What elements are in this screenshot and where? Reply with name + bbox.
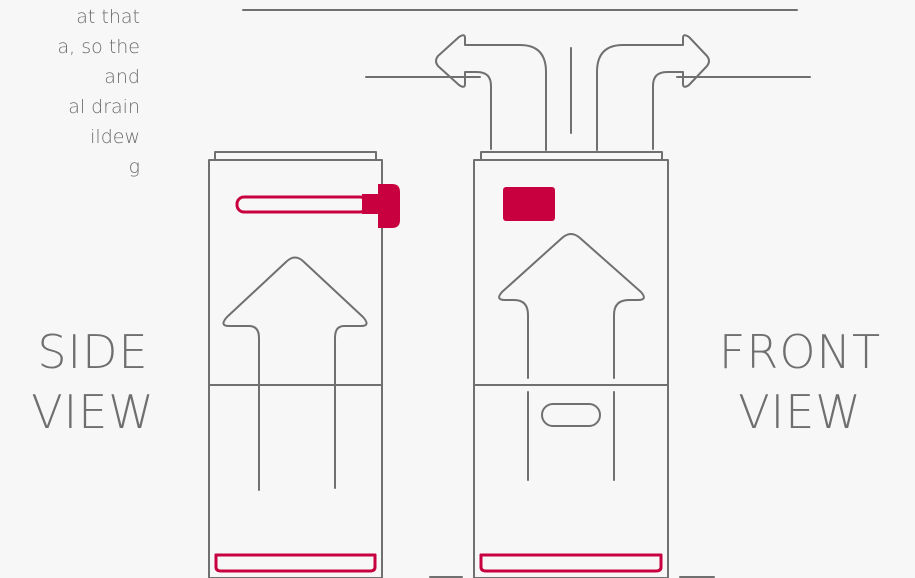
front-drain-pan [479, 553, 663, 573]
side-filter-handle [362, 194, 378, 214]
front-airflow-arrow [498, 233, 645, 379]
side-unit-top-cap [214, 151, 377, 161]
front-unit-cabinet [473, 159, 669, 578]
paragraph-line: ildew [90, 126, 140, 148]
right-outlet-arrow [596, 34, 710, 151]
front-view-unit [429, 151, 715, 578]
paragraph-line: al drain [68, 96, 140, 118]
paragraph-line: at that [76, 6, 140, 28]
side-view-unit [208, 151, 400, 578]
paragraph-line: g [128, 156, 140, 178]
paragraph-fragment: at that a, so the and al drain ildew g [0, 0, 140, 182]
front-view-label-line2: VIEW [738, 385, 862, 439]
side-view-label-line1: SIDE [37, 325, 149, 379]
side-view-label: SIDE VIEW [18, 322, 168, 442]
front-view-label-line1: FRONT [718, 325, 882, 379]
front-unit-top-cap [480, 151, 663, 161]
side-filter-slot [235, 195, 369, 214]
side-airflow-arrow [222, 256, 368, 491]
ductwork [242, 9, 811, 151]
side-filter-cap [378, 184, 400, 228]
side-view-label-line2: VIEW [31, 385, 155, 439]
paragraph-line: a, so the [57, 36, 140, 58]
side-drain-pan [214, 553, 377, 573]
side-unit-cabinet [208, 159, 383, 578]
front-filter-panel [503, 187, 555, 221]
front-view-label: FRONT VIEW [700, 322, 900, 442]
paragraph-line: and [104, 66, 140, 88]
left-outlet-arrow [435, 34, 547, 151]
front-access-handle [541, 403, 601, 427]
